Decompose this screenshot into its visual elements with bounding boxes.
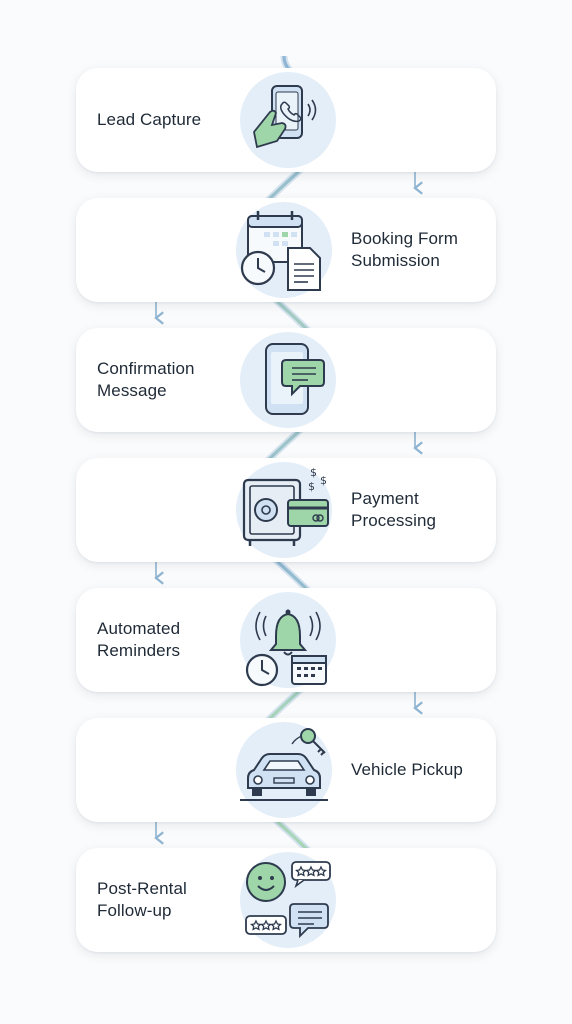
- step-card: Post-Rental Follow-up: [76, 848, 496, 952]
- phone-chat-icon: [240, 332, 336, 428]
- step-label: Confirmation Message: [97, 359, 195, 400]
- svg-text:$: $: [308, 480, 315, 493]
- safe-card-icon: $ $ $: [236, 462, 332, 558]
- step-label: Vehicle Pickup: [351, 760, 463, 779]
- step-label: Automated Reminders: [97, 619, 181, 660]
- step-label: Post-Rental Follow-up: [97, 879, 187, 920]
- step-card: Booking Form Submission: [76, 198, 496, 302]
- svg-text:$: $: [310, 466, 317, 479]
- car-key-icon: [236, 722, 332, 818]
- calendar-form-clock-icon: [236, 202, 332, 298]
- step-label: Booking Form Submission: [351, 229, 459, 270]
- step-card: Vehicle Pickup: [76, 718, 496, 822]
- step-card: $ $ $ Payment Processing: [76, 458, 496, 562]
- smiley-review-icon: [240, 852, 336, 948]
- step-label: Payment Processing: [351, 489, 437, 530]
- bell-clock-calendar-icon: [240, 592, 336, 688]
- phone-in-hand-icon: [240, 72, 336, 168]
- svg-text:$: $: [320, 474, 327, 487]
- step-card: Lead Capture: [76, 68, 496, 172]
- step-label: Lead Capture: [97, 110, 202, 129]
- step-card: Automated Reminders: [76, 588, 496, 692]
- step-card: Confirmation Message: [76, 328, 496, 432]
